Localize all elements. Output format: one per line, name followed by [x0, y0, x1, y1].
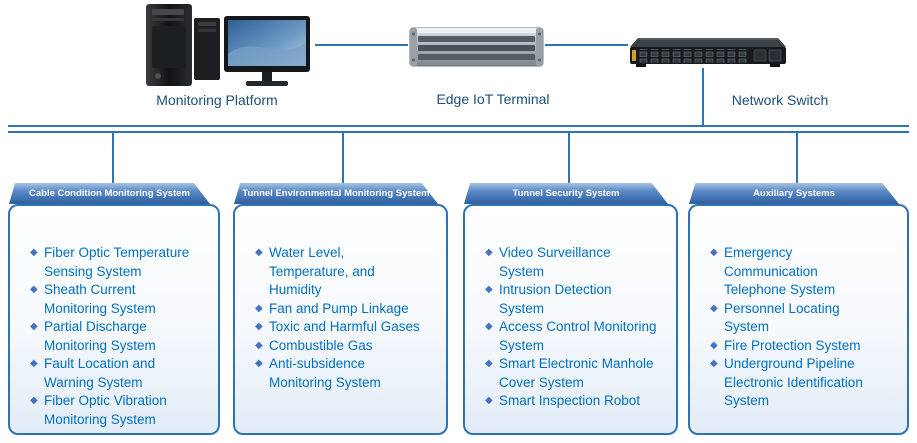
- list-item: ◆ Access Control Monitoring System: [485, 318, 670, 355]
- item-text: Emergency Communication Telephone System: [724, 245, 836, 297]
- network-switch-image: [628, 30, 788, 70]
- diamond-bullet-icon: ◆: [255, 247, 263, 258]
- list-item: ◆ Fiber Optic Temperature Sensing System: [30, 244, 212, 281]
- item-text: Intrusion Detection System: [499, 282, 612, 316]
- panel-tunnel-environmental-monitoring: Tunnel Environmental Monitoring System ◆…: [233, 183, 448, 435]
- diamond-bullet-icon: ◆: [255, 358, 263, 369]
- item-text: Combustible Gas: [269, 337, 373, 353]
- network-switch-label: Network Switch: [731, 92, 829, 108]
- list-item: ◆ Fault Location and Warning System: [30, 355, 212, 392]
- item-text: Water Level, Temperature, and Humidity: [269, 245, 375, 297]
- panel-auxiliary-systems: Auxiliary Systems ◆ Emergency Communicat…: [688, 183, 909, 435]
- list-item: ◆ Smart Inspection Robot: [485, 392, 670, 411]
- monitoring-platform-label: Monitoring Platform: [156, 92, 278, 108]
- diamond-bullet-icon: ◆: [485, 247, 493, 258]
- diamond-bullet-icon: ◆: [485, 395, 493, 406]
- connector-terminal-switch: [545, 44, 628, 46]
- drop-line-panel-1: [112, 133, 114, 184]
- list-item: ◆ Smart Electronic Manhole Cover System: [485, 355, 670, 392]
- drop-line-panel-4: [796, 133, 798, 184]
- workstation-icon: [146, 4, 310, 86]
- diamond-bullet-icon: ◆: [485, 321, 493, 332]
- list-item: ◆ Partial Discharge Monitoring System: [30, 318, 212, 355]
- panel-body: ◆ Water Level, Temperature, and Humidity…: [233, 204, 448, 435]
- panel-cable-condition-monitoring: Cable Condition Monitoring System ◆ Fibe…: [8, 183, 220, 435]
- list-item: ◆ Sheath Current Monitoring System: [30, 281, 212, 318]
- bus-line-bottom: [8, 131, 909, 133]
- item-text: Sheath Current Monitoring System: [44, 282, 156, 316]
- list-item: ◆ Combustible Gas: [255, 337, 440, 356]
- panel-banner: Tunnel Environmental Monitoring System: [234, 183, 438, 204]
- item-text: Access Control Monitoring System: [499, 319, 657, 353]
- drop-line-panel-2: [342, 133, 344, 184]
- item-text: Fan and Pump Linkage: [269, 300, 409, 316]
- rack-server-icon: [409, 27, 544, 67]
- item-text: Anti-subsidence Monitoring System: [269, 356, 381, 390]
- drop-line-panel-3: [568, 133, 570, 184]
- edge-iot-terminal-image: [408, 22, 545, 72]
- panel-banner: Cable Condition Monitoring System: [9, 183, 210, 204]
- monitoring-platform-image: [140, 2, 315, 90]
- panel-banner: Auxiliary Systems: [689, 183, 899, 204]
- connector-platform-terminal: [315, 44, 408, 46]
- diamond-bullet-icon: ◆: [30, 358, 38, 369]
- diamond-bullet-icon: ◆: [255, 339, 263, 351]
- diamond-bullet-icon: ◆: [485, 284, 493, 295]
- list-item: ◆ Toxic and Harmful Gases: [255, 318, 440, 337]
- item-text: Fault Location and Warning System: [44, 356, 156, 390]
- switch-icon: [630, 38, 786, 67]
- panel-tunnel-security: Tunnel Security System ◆ Video Surveilla…: [463, 183, 678, 435]
- bus-line-top: [8, 125, 909, 127]
- diamond-bullet-icon: ◆: [255, 302, 263, 314]
- connector-switch-bus: [702, 68, 704, 125]
- list-item: ◆ Intrusion Detection System: [485, 281, 670, 318]
- panel-body: ◆ Video Surveillance System ◆ Intrusion …: [463, 204, 678, 435]
- list-item: ◆ Underground Pipeline Electronic Identi…: [710, 355, 901, 411]
- item-text: Fiber Optic Temperature Sensing System: [44, 245, 190, 279]
- diamond-bullet-icon: ◆: [30, 284, 38, 295]
- item-text: Fire Protection System: [724, 337, 861, 353]
- item-text: Video Surveillance System: [499, 245, 611, 279]
- list-item: ◆ Water Level, Temperature, and Humidity: [255, 244, 440, 300]
- list-item: ◆ Anti-subsidence Monitoring System: [255, 355, 440, 392]
- item-text: Fiber Optic Vibration Monitoring System: [44, 393, 167, 427]
- panel-banner: Tunnel Security System: [464, 183, 668, 204]
- diamond-bullet-icon: ◆: [710, 247, 718, 258]
- panel-body: ◆ Fiber Optic Temperature Sensing System…: [8, 204, 220, 435]
- diamond-bullet-icon: ◆: [710, 358, 718, 369]
- item-text: Smart Electronic Manhole Cover System: [499, 356, 654, 390]
- list-item: ◆ Personnel Locating System: [710, 300, 901, 337]
- item-text: Partial Discharge Monitoring System: [44, 319, 156, 353]
- diamond-bullet-icon: ◆: [485, 358, 493, 369]
- diamond-bullet-icon: ◆: [710, 302, 718, 314]
- item-text: Personnel Locating System: [724, 300, 840, 335]
- item-text: Underground Pipeline Electronic Identifi…: [724, 356, 863, 408]
- diamond-bullet-icon: ◆: [30, 395, 38, 406]
- diamond-bullet-icon: ◆: [255, 321, 263, 332]
- list-item: ◆ Fire Protection System: [710, 337, 901, 356]
- item-text: Smart Inspection Robot: [499, 393, 641, 408]
- diamond-bullet-icon: ◆: [30, 247, 38, 258]
- edge-iot-terminal-label: Edge IoT Terminal: [436, 91, 550, 107]
- list-item: ◆ Emergency Communication Telephone Syst…: [710, 244, 901, 300]
- diamond-bullet-icon: ◆: [30, 321, 38, 332]
- panel-title: Tunnel Environmental Monitoring System: [242, 188, 430, 199]
- item-text: Toxic and Harmful Gases: [269, 319, 420, 334]
- list-item: ◆ Fiber Optic Vibration Monitoring Syste…: [30, 392, 212, 429]
- panel-body: ◆ Emergency Communication Telephone Syst…: [688, 204, 909, 435]
- panel-title: Cable Condition Monitoring System: [29, 188, 190, 199]
- list-item: ◆ Fan and Pump Linkage: [255, 300, 440, 319]
- panel-title: Tunnel Security System: [512, 188, 620, 199]
- diamond-bullet-icon: ◆: [710, 339, 718, 351]
- list-item: ◆ Video Surveillance System: [485, 244, 670, 281]
- panel-title: Auxiliary Systems: [753, 188, 835, 199]
